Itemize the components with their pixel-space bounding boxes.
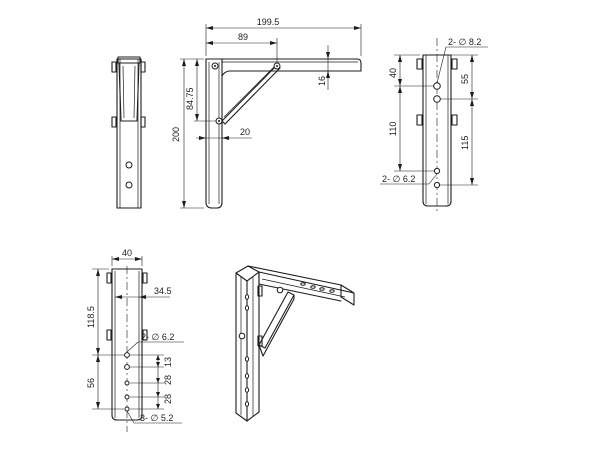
- dim-89: 89: [238, 32, 248, 42]
- dim-28-b: 28: [163, 394, 173, 404]
- dim-40-rear: 40: [122, 248, 132, 258]
- dim-199-5: 199.5: [257, 17, 280, 27]
- dim-20: 20: [240, 127, 250, 137]
- dim-34-5: 34.5: [154, 286, 172, 296]
- view-front: 2- ∅ 8.2 2- ∅ 6.2 40 110 55 115: [380, 37, 488, 212]
- dim-56: 56: [86, 378, 96, 388]
- note-rear-3-dia-5-2: 3- ∅ 5.2: [140, 413, 173, 423]
- view-side-narrow: [111, 56, 146, 209]
- note-rear-2-dia-6-2: 2- ∅ 6.2: [141, 332, 174, 342]
- dim-40-front: 40: [388, 68, 398, 78]
- dim-84-75: 84.75: [185, 87, 195, 110]
- dim-28-a: 28: [163, 375, 173, 385]
- dim-110: 110: [388, 122, 398, 136]
- dim-16: 16: [317, 76, 327, 86]
- note-2-dia-6-2: 2- ∅ 6.2: [382, 174, 415, 184]
- view-side-elevation: 199.5 89 16 200 84.75 20: [171, 17, 362, 209]
- note-2-dia-8-2: 2- ∅ 8.2: [448, 37, 481, 47]
- dim-118-5: 118.5: [86, 306, 96, 328]
- dim-115: 115: [460, 136, 470, 150]
- view-isometric: [235, 265, 355, 422]
- dim-13: 13: [163, 357, 173, 367]
- view-rear: 40 34.5 118.5 56 2- ∅ 6.2: [86, 248, 184, 432]
- dim-200: 200: [171, 127, 181, 142]
- dim-55: 55: [460, 74, 470, 84]
